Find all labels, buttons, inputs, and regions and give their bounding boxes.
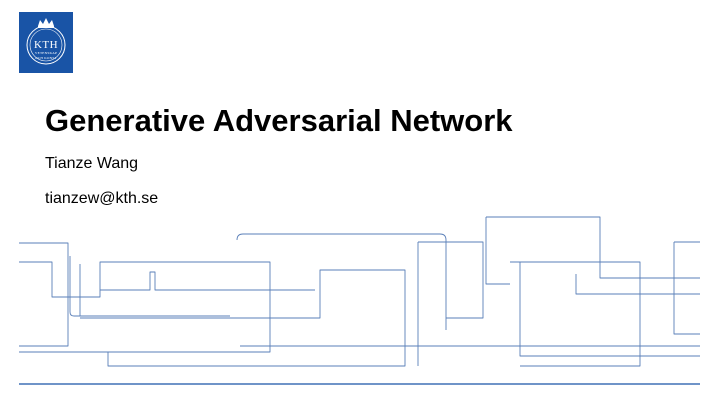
kth-crest-icon bbox=[26, 18, 66, 65]
slide-title: Generative Adversarial Network bbox=[45, 103, 513, 138]
author-name: Tianze Wang bbox=[45, 155, 139, 172]
author-email: tianzew@kth.se bbox=[45, 190, 159, 207]
logo-wordmark: KTH bbox=[33, 39, 59, 51]
kth-logo: KTH VETENSKAP OCH KONST bbox=[19, 12, 73, 73]
logo-motto-line2: OCH KONST bbox=[35, 56, 57, 60]
logo-motto-line1: VETENSKAP bbox=[34, 51, 58, 55]
